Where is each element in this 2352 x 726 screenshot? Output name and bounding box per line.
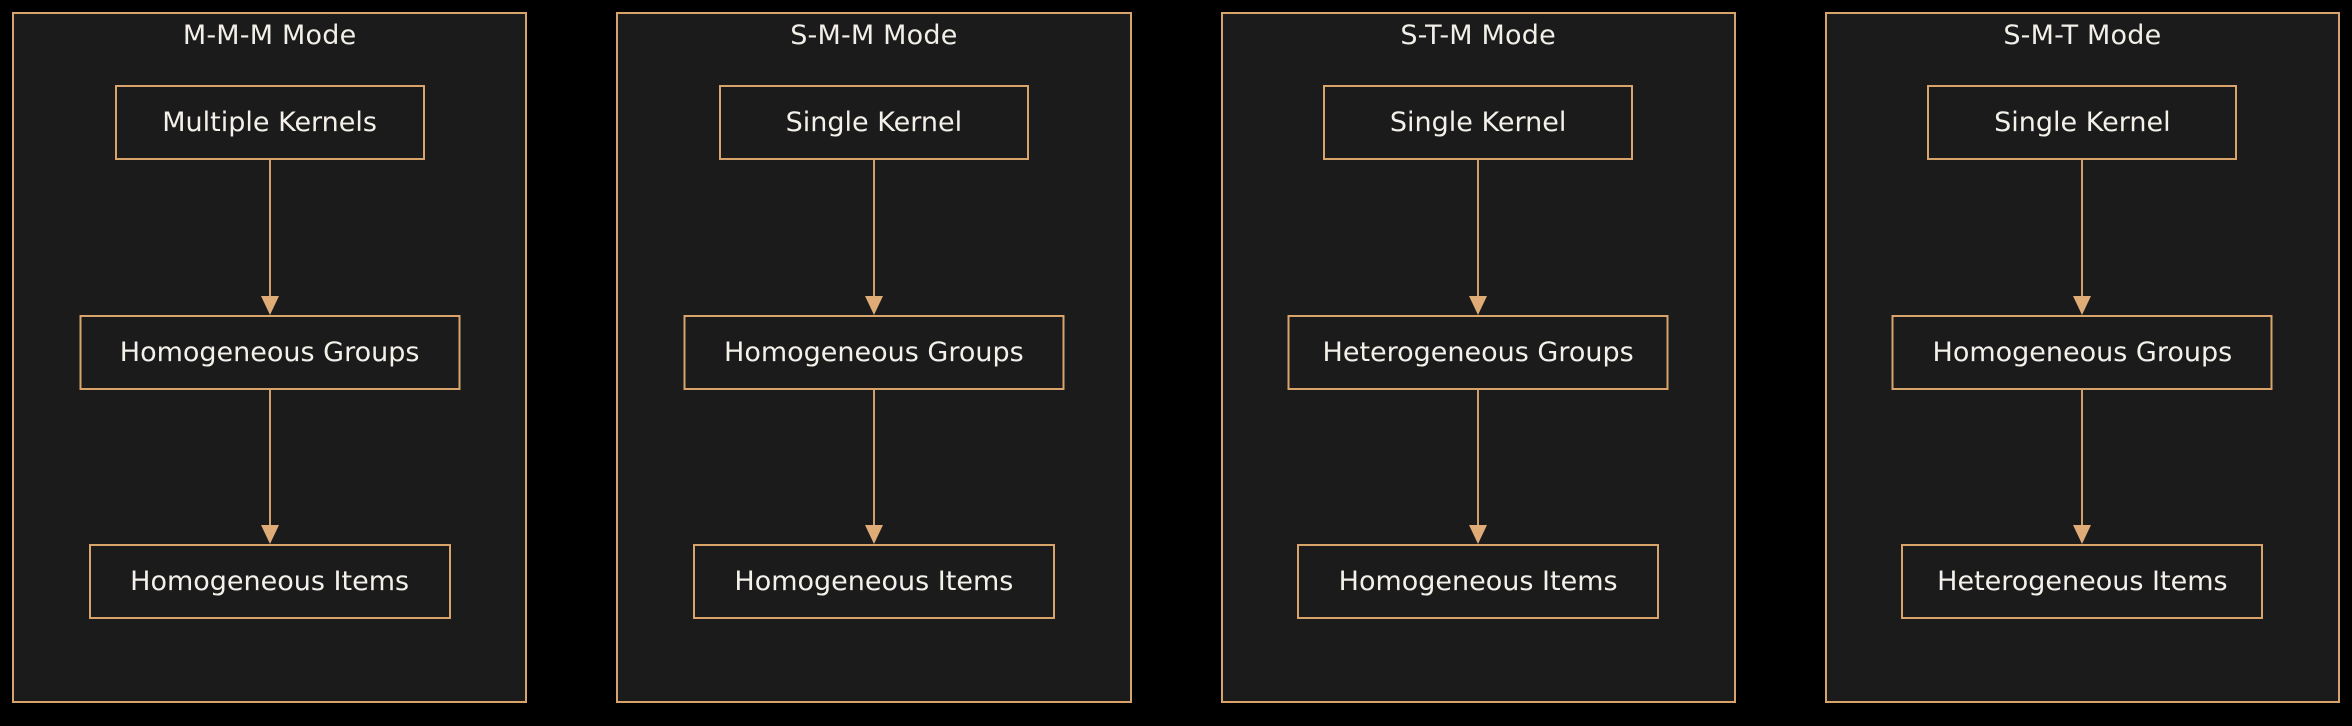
arrow-group-to-item: [2069, 390, 2095, 544]
arrow-line: [872, 160, 875, 297]
node-group: Homogeneous Groups: [683, 315, 1065, 390]
panel-title: S-T-M Mode: [1400, 20, 1556, 51]
arrow-head-icon: [1469, 525, 1488, 544]
node-item: Homogeneous Items: [692, 544, 1055, 619]
panel-title: S-M-M Mode: [790, 20, 958, 51]
node-group: Homogeneous Groups: [1891, 315, 2273, 390]
panel-title: M-M-M Mode: [182, 20, 357, 51]
flow-chart: Single Kernel Homogeneous Groups Homogen…: [618, 49, 1129, 701]
arrow-line: [268, 160, 271, 297]
arrow-line: [872, 390, 875, 526]
arrow-kernel-to-group: [257, 160, 283, 315]
arrow-head-icon: [864, 525, 883, 544]
arrow-line: [1477, 160, 1480, 297]
node-kernel: Single Kernel: [718, 85, 1029, 160]
arrow-group-to-item: [861, 390, 887, 544]
arrow-group-to-item: [257, 390, 283, 544]
arrow-kernel-to-group: [861, 160, 887, 315]
flow-chart: Multiple Kernels Homogeneous Groups Homo…: [14, 49, 525, 701]
node-item: Homogeneous Items: [88, 544, 451, 619]
arrow-head-icon: [260, 296, 279, 315]
arrow-group-to-item: [1465, 390, 1491, 544]
arrow-head-icon: [2073, 525, 2092, 544]
node-kernel: Single Kernel: [1927, 85, 2238, 160]
arrow-head-icon: [260, 525, 279, 544]
flow-chart: Single Kernel Homogeneous Groups Heterog…: [1827, 49, 2338, 701]
arrow-head-icon: [1469, 296, 1488, 315]
flow-chart: Single Kernel Heterogeneous Groups Homog…: [1223, 49, 1734, 701]
node-group: Heterogeneous Groups: [1287, 315, 1669, 390]
panel-s-m-t: S-M-T Mode Single Kernel Homogeneous Gro…: [1824, 12, 2340, 703]
node-item: Heterogeneous Items: [1901, 544, 2264, 619]
arrow-kernel-to-group: [1465, 160, 1491, 315]
arrow-kernel-to-group: [2069, 160, 2095, 315]
node-kernel: Multiple Kernels: [114, 85, 425, 160]
node-item: Homogeneous Items: [1297, 544, 1660, 619]
arrow-line: [268, 390, 271, 526]
node-group: Homogeneous Groups: [79, 315, 461, 390]
arrow-line: [1477, 390, 1480, 526]
panel-m-m-m: M-M-M Mode Multiple Kernels Homogeneous …: [12, 12, 528, 703]
arrow-head-icon: [864, 296, 883, 315]
arrow-head-icon: [2073, 296, 2092, 315]
panel-s-t-m: S-T-M Mode Single Kernel Heterogeneous G…: [1220, 12, 1736, 703]
panel-s-m-m: S-M-M Mode Single Kernel Homogeneous Gro…: [616, 12, 1132, 703]
node-kernel: Single Kernel: [1323, 85, 1634, 160]
panel-title: S-M-T Mode: [2003, 20, 2162, 51]
arrow-line: [2081, 390, 2084, 526]
arrow-line: [2081, 160, 2084, 297]
